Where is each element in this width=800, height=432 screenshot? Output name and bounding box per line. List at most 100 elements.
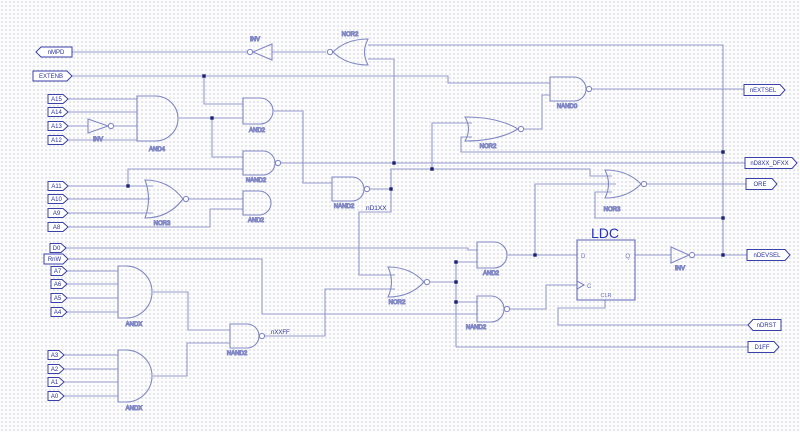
port-label-d1ff: D1FF bbox=[755, 345, 770, 351]
port-a13[interactable]: A13 bbox=[47, 121, 69, 131]
wire-net-a8[interactable] bbox=[68, 208, 243, 228]
gate-inv-a13[interactable]: INV bbox=[87, 118, 115, 144]
gate-and2-2[interactable]: AND2 bbox=[242, 190, 272, 225]
port-ore[interactable]: ORE bbox=[745, 178, 778, 190]
gate-inv-top[interactable]: INV bbox=[246, 36, 273, 61]
net-label-nd1xx[interactable]: nD1XX bbox=[366, 205, 387, 212]
port-a8[interactable]: A8 bbox=[47, 222, 69, 232]
wire-net-extenb-branch[interactable] bbox=[203, 76, 243, 105]
gate-and2-3[interactable]: AND2 bbox=[476, 241, 508, 278]
gate-nand2-2[interactable]: NAND2 bbox=[331, 176, 371, 211]
wire-net-nd8xx-to-nor2top[interactable] bbox=[368, 58, 395, 163]
wire-net-and2-3-to-nor3r[interactable] bbox=[534, 183, 616, 255]
port-a0[interactable]: A0 bbox=[47, 391, 65, 401]
wire-net-nd1xx-to-nor3r[interactable] bbox=[432, 168, 612, 177]
port-nd8xx[interactable]: nD8XX_DFXX bbox=[744, 157, 798, 169]
wire-net-ndevsel-to-nor2mid[interactable] bbox=[460, 136, 723, 153]
wire-net-d0[interactable] bbox=[66, 247, 477, 251]
gate-label-nor3-left: NOR3 bbox=[154, 221, 171, 227]
port-a1[interactable]: A1 bbox=[47, 377, 65, 387]
port-label-ndrst: nDRST bbox=[757, 323, 777, 329]
port-nextsel[interactable]: nEXTSEL bbox=[743, 84, 786, 96]
gate-label-and2-1: AND2 bbox=[249, 128, 266, 134]
gate-nand2-1[interactable]: NAND2 bbox=[242, 150, 282, 185]
gate-inv-out[interactable]: INV bbox=[670, 246, 696, 273]
port-label-a6: A6 bbox=[54, 282, 62, 288]
wire-net-nd1xx-up[interactable] bbox=[390, 168, 432, 189]
port-label-rnw: RnW bbox=[48, 257, 62, 263]
gate-nor3-left[interactable]: NOR3 bbox=[144, 179, 190, 228]
net-label-nxxff[interactable]: nXXFF bbox=[271, 330, 290, 336]
port-a5[interactable]: A5 bbox=[50, 293, 68, 303]
gate-nor2-bot[interactable]: NOR2 bbox=[387, 266, 431, 307]
gate-label-nor2-mid: NOR2 bbox=[480, 144, 497, 150]
wire-net-andx2-out[interactable] bbox=[153, 342, 230, 377]
port-a11[interactable]: A11 bbox=[47, 181, 69, 191]
gate-label-inv-out: INV bbox=[675, 266, 685, 272]
gate-label-inv-a13: INV bbox=[93, 137, 103, 143]
port-label-a10: A10 bbox=[51, 197, 62, 203]
port-ndevsel[interactable]: nDEVSEL bbox=[746, 249, 791, 261]
wire-net-ndrst[interactable] bbox=[557, 300, 748, 326]
port-label-ndevsel: nDEVSEL bbox=[753, 253, 781, 259]
wire-net-nxxff[interactable] bbox=[265, 288, 395, 337]
gate-and2-1[interactable]: AND2 bbox=[242, 97, 274, 135]
port-d1ff[interactable]: D1FF bbox=[747, 341, 780, 353]
gate-nor3-right[interactable]: NOR3 bbox=[603, 169, 648, 214]
port-ndrst[interactable]: nDRST bbox=[747, 319, 782, 331]
junction-dot bbox=[126, 184, 130, 188]
port-a3[interactable]: A3 bbox=[47, 350, 65, 360]
port-nmpd[interactable]: nMPD bbox=[35, 46, 73, 58]
port-label-a5: A5 bbox=[54, 296, 62, 302]
gate-andx-1[interactable]: ANDX bbox=[117, 265, 153, 329]
port-a12[interactable]: A12 bbox=[47, 135, 69, 145]
gate-andx-2[interactable]: ANDX bbox=[117, 349, 153, 413]
port-a15[interactable]: A15 bbox=[47, 94, 69, 104]
wire-net-a11-branch[interactable] bbox=[127, 168, 243, 186]
port-extenb[interactable]: EXTENB bbox=[32, 70, 73, 82]
wire-net-nand2-3-out[interactable] bbox=[510, 284, 577, 310]
gate-label-nand2-1: NAND2 bbox=[246, 178, 267, 184]
port-a9[interactable]: A9 bbox=[47, 208, 69, 218]
wire-net-extenb[interactable] bbox=[72, 75, 550, 84]
port-label-a12: A12 bbox=[51, 138, 62, 144]
port-label-a0: A0 bbox=[51, 394, 59, 400]
port-rnw[interactable]: RnW bbox=[43, 253, 69, 265]
gate-nand2-4[interactable]: NAND2 bbox=[226, 323, 266, 358]
gate-label-and4: AND4 bbox=[149, 147, 166, 153]
wire-net-nor2mid-out[interactable] bbox=[524, 94, 550, 130]
flipflop-pin-clr: CLR bbox=[600, 293, 611, 299]
port-a2[interactable]: A2 bbox=[47, 364, 65, 374]
gate-nor2-mid[interactable]: NOR2 bbox=[464, 116, 525, 151]
port-label-d0: D0 bbox=[53, 246, 61, 252]
port-a4[interactable]: A4 bbox=[50, 307, 68, 317]
port-a10[interactable]: A10 bbox=[47, 194, 69, 204]
gate-label-andx-1: ANDX bbox=[126, 322, 143, 328]
wire-net-ndevsel-to-nor3r[interactable] bbox=[594, 191, 723, 219]
port-label-a4: A4 bbox=[54, 310, 62, 316]
port-a7[interactable]: A7 bbox=[50, 266, 68, 276]
junction-dot bbox=[454, 260, 458, 264]
port-a14[interactable]: A14 bbox=[47, 107, 69, 117]
gate-label-nand2-2: NAND2 bbox=[334, 204, 355, 210]
wire-net-and2-1-out[interactable] bbox=[274, 110, 332, 184]
junction-dot bbox=[392, 161, 396, 165]
wire-net-nd1xx-down[interactable] bbox=[358, 189, 395, 276]
port-label-a13: A13 bbox=[51, 124, 62, 130]
wire-net-and4-branch[interactable] bbox=[211, 118, 243, 158]
junction-dot bbox=[721, 150, 725, 154]
gate-nor2-top[interactable]: NOR2 bbox=[326, 31, 369, 66]
wire-net-nd1xx-to-nor2mid[interactable] bbox=[431, 122, 472, 169]
port-a6[interactable]: A6 bbox=[50, 279, 68, 289]
junction-dot bbox=[454, 280, 458, 284]
wire-net-andx1-out[interactable] bbox=[153, 291, 230, 331]
gate-and4[interactable]: AND4 bbox=[136, 95, 179, 154]
gate-nand0[interactable]: NAND0 bbox=[549, 76, 593, 111]
port-label-a3: A3 bbox=[51, 353, 59, 359]
gate-nand2-3[interactable]: NAND2 bbox=[465, 295, 511, 332]
wire-net-rnw[interactable] bbox=[68, 258, 477, 315]
port-d0[interactable]: D0 bbox=[49, 243, 67, 253]
wire-net-ndevsel-feedback[interactable] bbox=[368, 44, 724, 255]
